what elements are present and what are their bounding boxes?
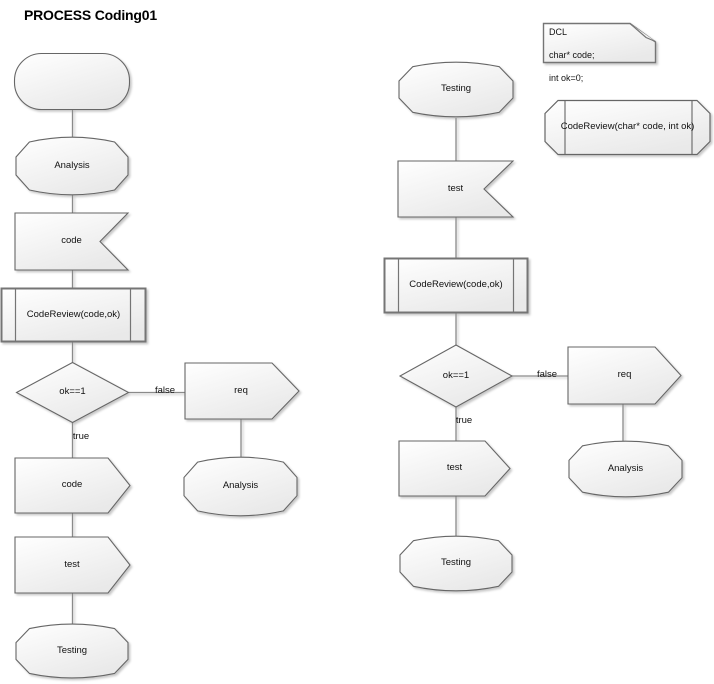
decision-diamond-left[interactable] [15, 361, 130, 424]
diagram-title: PROCESS Coding01 [24, 7, 157, 23]
procedure-declaration-shape[interactable] [544, 99, 711, 156]
send-signal-shape-code[interactable] [14, 457, 131, 514]
note-folded-corner-icon [629, 23, 656, 43]
send-signal-shape-req-right[interactable] [567, 346, 682, 405]
state-shape-testing-start-right[interactable] [398, 61, 514, 118]
receive-signal-shape-code[interactable] [14, 212, 130, 271]
state-shape-testing-left[interactable] [15, 623, 129, 679]
send-signal-shape-test-left[interactable] [14, 536, 131, 594]
decision-diamond-right[interactable] [398, 344, 514, 408]
state-shape-analysis-target-left[interactable] [183, 456, 298, 517]
start-terminator-shape[interactable] [13, 52, 131, 111]
state-shape-analysis-left[interactable] [15, 136, 129, 196]
send-signal-shape-req-left[interactable] [184, 362, 300, 420]
state-shape-testing-end-right[interactable] [399, 535, 513, 592]
receive-signal-shape-test[interactable] [397, 160, 515, 218]
send-signal-shape-test-right[interactable] [398, 440, 511, 497]
procedure-call-shape-codereview-left[interactable] [0, 287, 147, 343]
dcl-note-shape[interactable] [542, 22, 657, 64]
state-shape-analysis-right[interactable] [568, 440, 683, 498]
procedure-call-shape-codereview-right[interactable] [383, 257, 529, 314]
